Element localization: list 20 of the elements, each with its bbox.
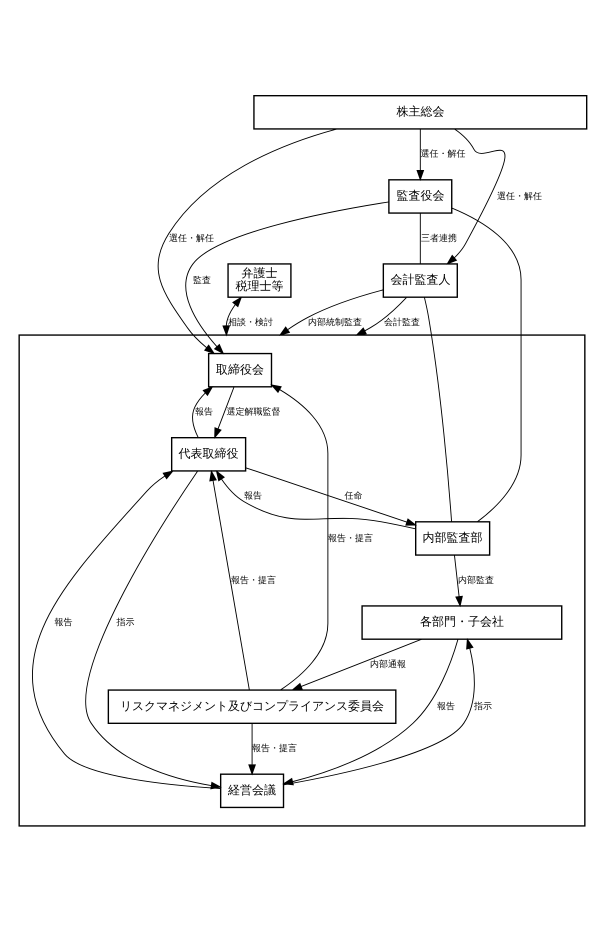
edge-label: 相談・検討 (228, 316, 274, 328)
edge-label: 選任・解任 (420, 148, 466, 160)
edge-label: 任命 (344, 490, 363, 502)
edge-label: 選任・解任 (169, 232, 214, 244)
edge-label: 三者連携 (420, 232, 457, 244)
edge-label: 報告 (437, 700, 456, 712)
edge-label: 報告 (54, 616, 73, 628)
edge-label: 内部監査 (458, 574, 494, 586)
edge-label: 指示 (116, 616, 134, 628)
edge-label: 選任・解任 (497, 190, 542, 202)
edge-label: 内部統制監査 (308, 316, 362, 328)
edge-label: 指示 (474, 700, 492, 712)
edge-label: 会計監査 (384, 316, 420, 328)
edge-label: 監査 (193, 274, 212, 286)
edge-label: 報告・提言 (230, 574, 276, 586)
edge-label: 報告 (195, 406, 214, 418)
edge-label: 報告 (244, 490, 262, 502)
edge-label: 報告・提言 (252, 743, 298, 754)
edge-label: 選定解職監督 (226, 406, 280, 418)
edge-label: 内部通報 (370, 658, 406, 670)
